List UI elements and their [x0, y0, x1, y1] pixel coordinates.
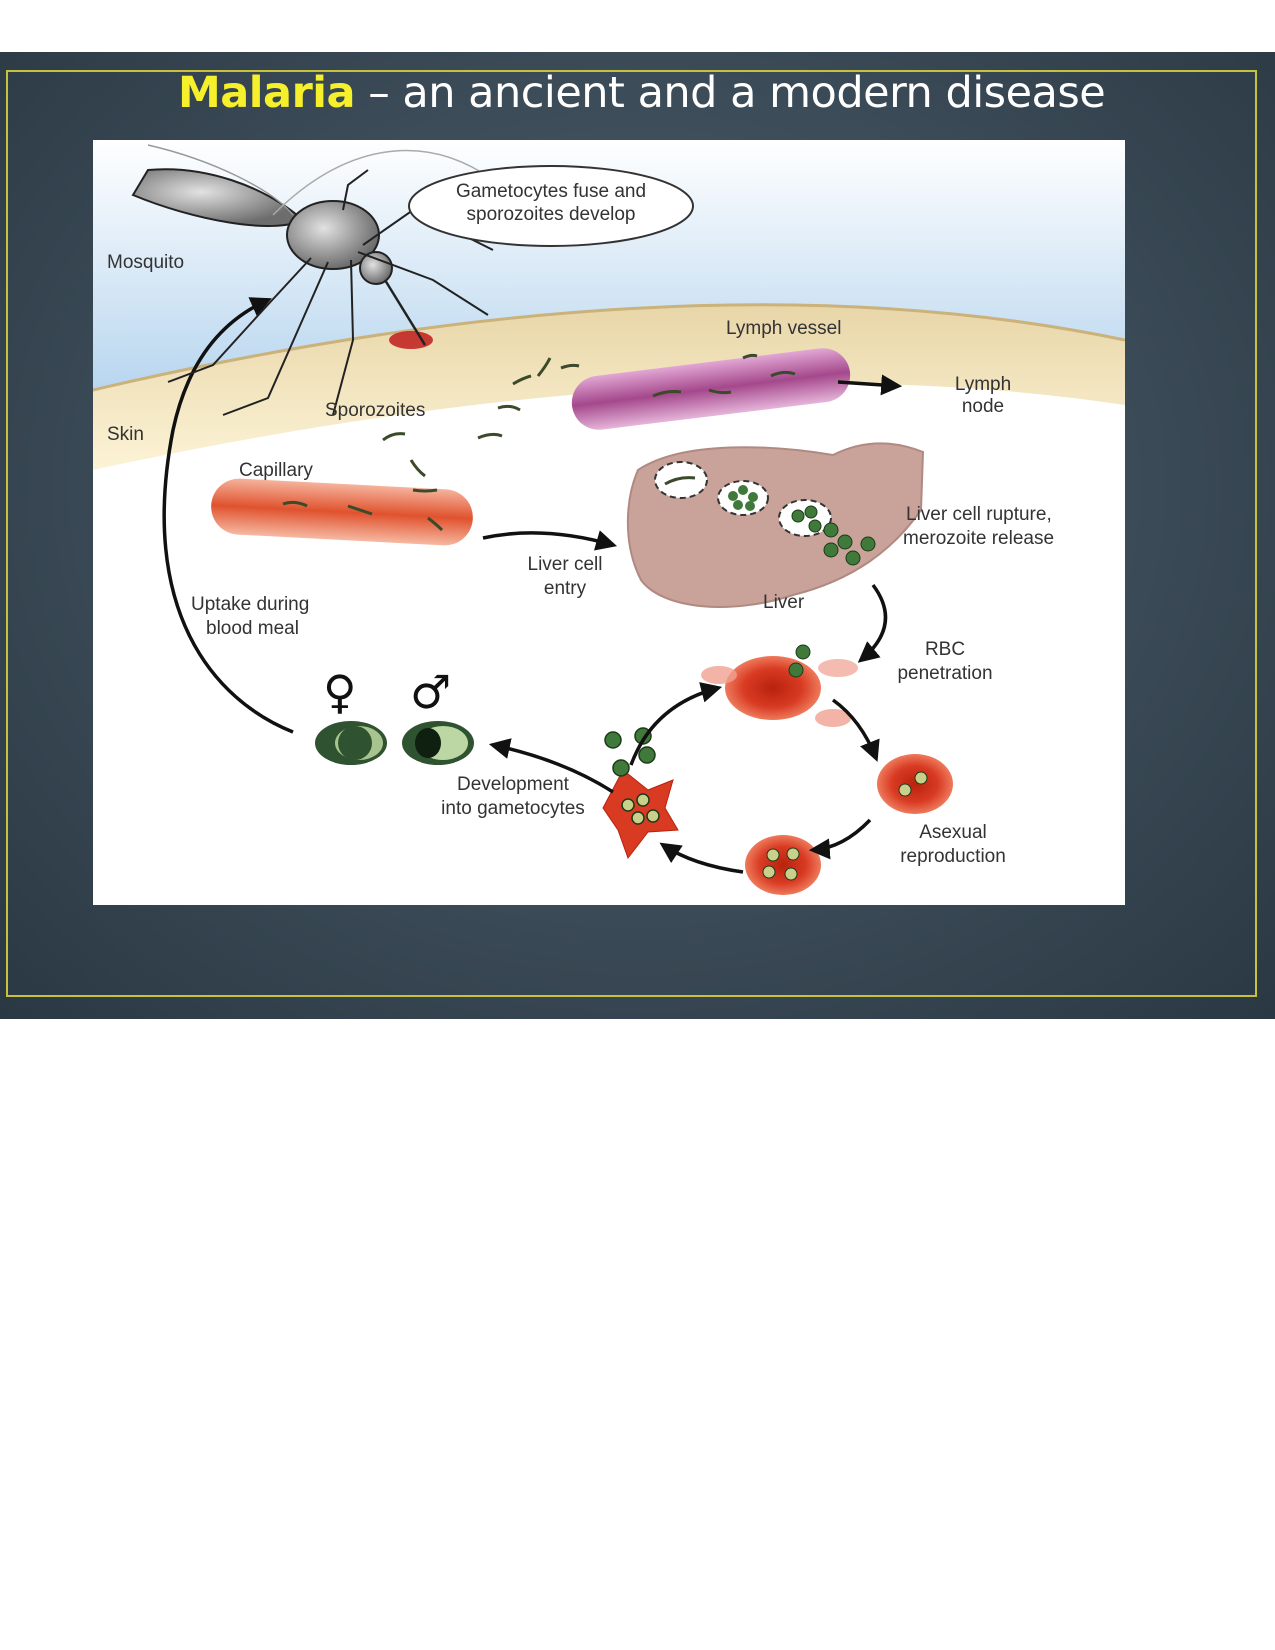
infected-liver-cell-2: [717, 480, 769, 516]
lymph-sporozoites: [652, 353, 796, 398]
cycle-arrows: [482, 374, 903, 874]
label-gametocytes-fuse-2: sporozoites develop: [467, 204, 636, 225]
label-liver-entry-1: Liver cell: [528, 554, 603, 575]
rbc-top: [725, 656, 821, 720]
bite-site: [389, 331, 433, 349]
label-lymph-node-1: Lymph: [955, 374, 1011, 395]
label-liver-rupture-1: Liver cell rupture,: [906, 504, 1052, 525]
label-rbc-1: RBC: [925, 639, 965, 660]
label-sporozoites: Sporozoites: [325, 400, 425, 421]
lymph-vessel: [571, 348, 851, 430]
liver-schizont-merozoites: [728, 485, 758, 511]
title-rest: – an ancient and a modern disease: [355, 68, 1106, 118]
label-liver-entry-2: entry: [544, 578, 587, 599]
label-development-1: Development: [457, 774, 570, 795]
label-capillary: Capillary: [239, 460, 313, 481]
rbc-bottom: [745, 835, 821, 895]
male-symbol-icon: ♂: [410, 665, 451, 719]
slide-frame: [6, 70, 1257, 997]
skin-surface-line: [93, 303, 1125, 392]
label-development-2: into gametocytes: [441, 798, 585, 819]
label-liver: Liver: [763, 592, 805, 613]
label-asexual-2: reproduction: [900, 846, 1006, 867]
infected-liver-cell-1: [654, 461, 708, 499]
title-highlight: Malaria: [178, 68, 356, 118]
capillary-sporozoites: [282, 500, 444, 532]
label-asexual-1: Asexual: [919, 822, 987, 843]
gametocyte-callout-bubble: [408, 165, 694, 247]
mosquito-illustration: [131, 144, 494, 416]
rbc-cycle: [602, 644, 953, 895]
label-lymph-vessel: Lymph vessel: [726, 318, 841, 339]
slide-title: Malaria – an ancient and a modern diseas…: [178, 68, 1106, 118]
lifecycle-diagram: Mosquito Gametocytes fuse and sporozoite…: [93, 140, 1125, 895]
female-symbol-icon: ♀: [323, 665, 357, 719]
rbc-right: [877, 754, 953, 814]
ruptured-liver-cell: [778, 499, 832, 537]
capillary-vessel: [211, 478, 473, 546]
free-merozoites: [604, 727, 656, 777]
skin-sporozoites: [382, 357, 580, 493]
label-gametocytes-fuse-1: Gametocytes fuse and: [456, 181, 646, 202]
uptake-arrow: [162, 297, 294, 734]
label-mosquito: Mosquito: [107, 252, 184, 273]
label-liver-rupture-2: merozoite release: [903, 528, 1054, 549]
label-rbc-2: penetration: [897, 663, 992, 684]
malaria-lifecycle-figure: Mosquito Gametocytes fuse and sporozoite…: [93, 140, 1125, 905]
label-skin: Skin: [107, 424, 144, 445]
gametocytes: [315, 721, 474, 765]
released-merozoites: [791, 505, 876, 566]
label-uptake-2: blood meal: [206, 618, 299, 639]
label-lymph-node-2: node: [962, 396, 1004, 417]
sky-area: [93, 140, 1125, 390]
label-uptake-1: Uptake during: [191, 594, 309, 615]
